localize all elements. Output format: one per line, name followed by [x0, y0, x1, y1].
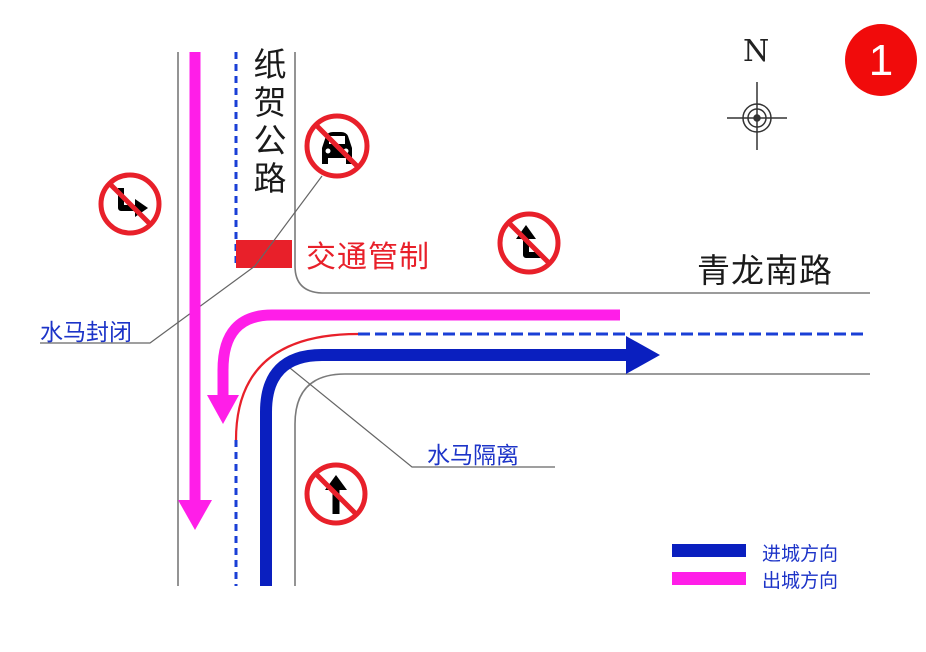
north-label: N: [743, 34, 770, 69]
legend-outbound-swatch: [672, 572, 746, 585]
outbound-turn-arrow-shaft: [217, 309, 620, 395]
barrier-separation-line: [234, 332, 359, 441]
no-motor-vehicles-sign: [304, 113, 370, 179]
road-edges: [177, 52, 870, 586]
leader-lines: [40, 175, 555, 468]
corner-curb-ne: [294, 265, 870, 294]
legend-inbound-label: 进城方向: [762, 543, 839, 565]
lane-dashes: [234, 52, 866, 586]
outbound-straight-arrowhead: [178, 500, 212, 530]
legend-inbound-swatch: [672, 544, 746, 557]
no-left-turn-sign: [497, 211, 561, 275]
diagram-number-badge: [845, 24, 917, 96]
leader-barrier-separation: [284, 363, 555, 468]
corner-curb-se: [294, 373, 870, 586]
traffic-control-label: 交通管制: [306, 240, 430, 275]
compass-icon: [727, 82, 787, 150]
vertical-road-name: 纸贺公路: [253, 45, 287, 198]
legend-outbound-label: 出城方向: [762, 570, 839, 592]
no-straight-ahead-sign: [304, 462, 368, 526]
leader-barrier-closed: [40, 175, 323, 344]
barrier-separation-label: 水马隔离: [427, 443, 519, 469]
inbound-turn-arrowhead: [626, 336, 660, 374]
horizontal-road-name: 青龙南路: [697, 251, 833, 290]
outbound-turn-arrowhead: [207, 395, 239, 424]
barrier-closed-label: 水马封闭: [40, 320, 132, 346]
inbound-turn-arrow-shaft: [260, 349, 628, 586]
diagram-number: 1: [868, 36, 894, 85]
no-right-turn-sign: [98, 172, 162, 236]
